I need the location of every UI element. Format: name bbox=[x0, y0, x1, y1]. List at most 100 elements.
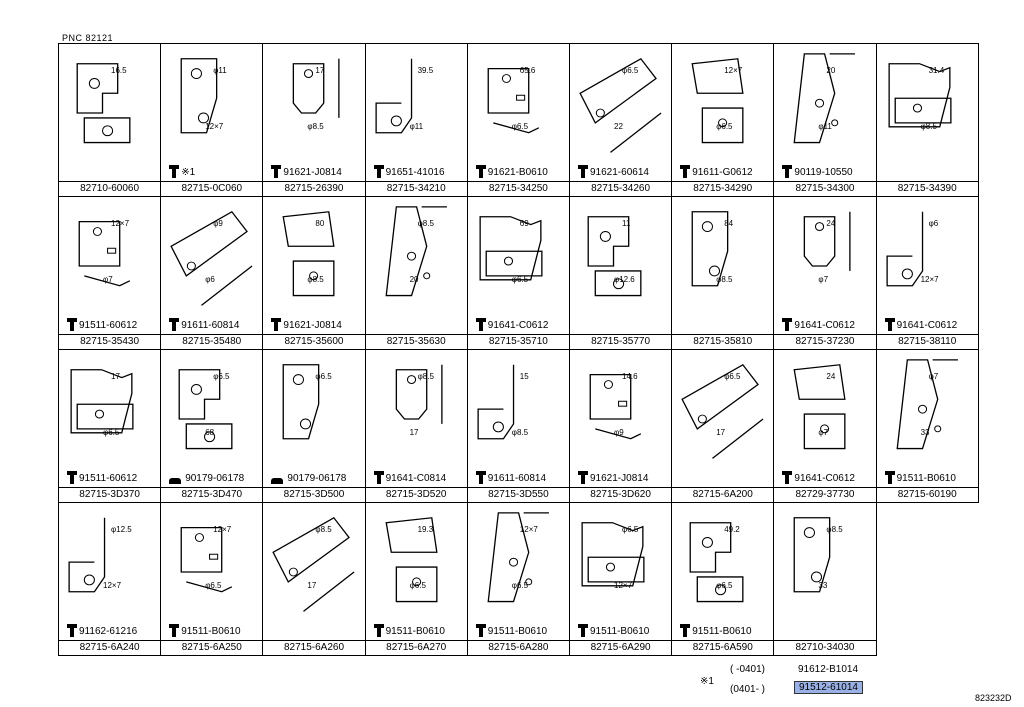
fastener[interactable]: 90179-06178 bbox=[169, 473, 244, 484]
fastener[interactable]: 91651-41016 bbox=[373, 165, 445, 178]
part-number-caption[interactable]: 82715-37230 bbox=[774, 334, 876, 349]
part-number-caption[interactable]: 82715-3D550 bbox=[467, 487, 569, 502]
part-number-caption[interactable]: 82715-34210 bbox=[365, 181, 467, 196]
fastener[interactable]: 91641-C0612 bbox=[782, 318, 855, 331]
part-number-caption[interactable]: 82715-6A260 bbox=[263, 640, 365, 655]
part-number-caption[interactable]: 82715-6A590 bbox=[672, 640, 774, 655]
fastener[interactable]: 91511-B0610 bbox=[884, 471, 956, 484]
part-number-caption[interactable]: 82715-3D470 bbox=[161, 487, 263, 502]
footnote-part-1[interactable]: 91612-B1014 bbox=[798, 664, 859, 675]
fastener[interactable]: 91621-60614 bbox=[578, 165, 649, 178]
fastener[interactable]: 91641-C0612 bbox=[884, 318, 957, 331]
fastener[interactable]: 91511-60612 bbox=[67, 318, 137, 331]
part-number-caption[interactable]: 82715-6A290 bbox=[570, 640, 672, 655]
part-number-caption[interactable]: 82715-34300 bbox=[774, 181, 876, 196]
part-number-caption[interactable]: 82715-3D370 bbox=[59, 487, 161, 502]
fastener[interactable]: 91511-B0610 bbox=[578, 624, 649, 637]
part-number-caption[interactable]: 82715-38110 bbox=[876, 334, 978, 349]
fastener[interactable]: 91511-B0610 bbox=[475, 624, 547, 637]
fastener[interactable]: ※1 bbox=[169, 165, 195, 178]
fastener[interactable]: 90119-10550 bbox=[782, 165, 853, 178]
part-number-caption[interactable]: 82715-3D520 bbox=[365, 487, 467, 502]
part-number-caption[interactable]: 82715-6A250 bbox=[161, 640, 263, 655]
part-number-caption[interactable]: 82715-35630 bbox=[365, 334, 467, 349]
fastener[interactable]: 91611-60814 bbox=[169, 318, 239, 331]
part-number-caption[interactable]: 82715-35770 bbox=[570, 334, 672, 349]
part-number-caption[interactable]: 82715-35430 bbox=[59, 334, 161, 349]
part-number-caption[interactable]: 82715-34290 bbox=[672, 181, 774, 196]
fastener[interactable]: 91641-C0612 bbox=[475, 318, 548, 331]
part-number-caption[interactable]: 82715-60190 bbox=[876, 487, 978, 502]
part-number-caption[interactable]: 82715-35480 bbox=[161, 334, 263, 349]
fastener[interactable]: 91511-B0610 bbox=[680, 624, 752, 637]
fastener[interactable]: 91621-J0814 bbox=[271, 165, 342, 178]
fastener[interactable]: 91641-C0612 bbox=[782, 471, 855, 484]
footnote-part-2-highlight[interactable]: 91512-61014 bbox=[794, 681, 863, 694]
fastener[interactable]: 91621-B0610 bbox=[475, 165, 548, 178]
part-number-caption[interactable]: 82715-0C060 bbox=[161, 181, 263, 196]
fastener[interactable]: 91162-61216 bbox=[67, 624, 137, 637]
fastener[interactable]: 91641-C0814 bbox=[373, 471, 446, 484]
part-number-caption[interactable]: 82729-37730 bbox=[774, 487, 876, 502]
part-number-caption[interactable]: 82715-3D500 bbox=[263, 487, 365, 502]
part-number-caption[interactable]: 82710-34030 bbox=[774, 640, 876, 655]
part-number-caption[interactable]: 82715-35600 bbox=[263, 334, 365, 349]
fastener[interactable]: 91621-J0814 bbox=[271, 318, 342, 331]
fastener[interactable]: 91511-B0610 bbox=[373, 624, 445, 637]
fastener[interactable]: 91611-60814 bbox=[475, 471, 546, 484]
fastener[interactable]: 91511-B0610 bbox=[169, 624, 241, 637]
part-number-caption[interactable]: 82715-34390 bbox=[876, 181, 978, 196]
fastener[interactable]: 90179-06178 bbox=[271, 473, 346, 484]
part-number-caption[interactable]: 82715-6A240 bbox=[59, 640, 161, 655]
part-number-caption[interactable]: 82715-34250 bbox=[467, 181, 569, 196]
part-number-caption[interactable]: 82715-6A280 bbox=[467, 640, 569, 655]
part-number-caption[interactable]: 82715-6A200 bbox=[672, 487, 774, 502]
part-number-caption[interactable]: 82715-3D620 bbox=[570, 487, 672, 502]
fastener[interactable]: 91621-J0814 bbox=[578, 471, 648, 484]
footnote-part-2[interactable]: 91512-61014 bbox=[794, 681, 863, 694]
part-number-caption[interactable]: 82715-35710 bbox=[467, 334, 569, 349]
part-number-caption[interactable]: 82715-26390 bbox=[263, 181, 365, 196]
part-number-caption[interactable]: 82715-34260 bbox=[570, 181, 672, 196]
fastener[interactable]: 91611-G0612 bbox=[680, 165, 753, 178]
part-number-caption[interactable]: 82715-35810 bbox=[672, 334, 774, 349]
part-number-caption[interactable]: 82710-60060 bbox=[59, 181, 161, 196]
part-number-caption[interactable]: 82715-6A270 bbox=[365, 640, 467, 655]
fastener[interactable]: 91511-60612 bbox=[67, 471, 137, 484]
